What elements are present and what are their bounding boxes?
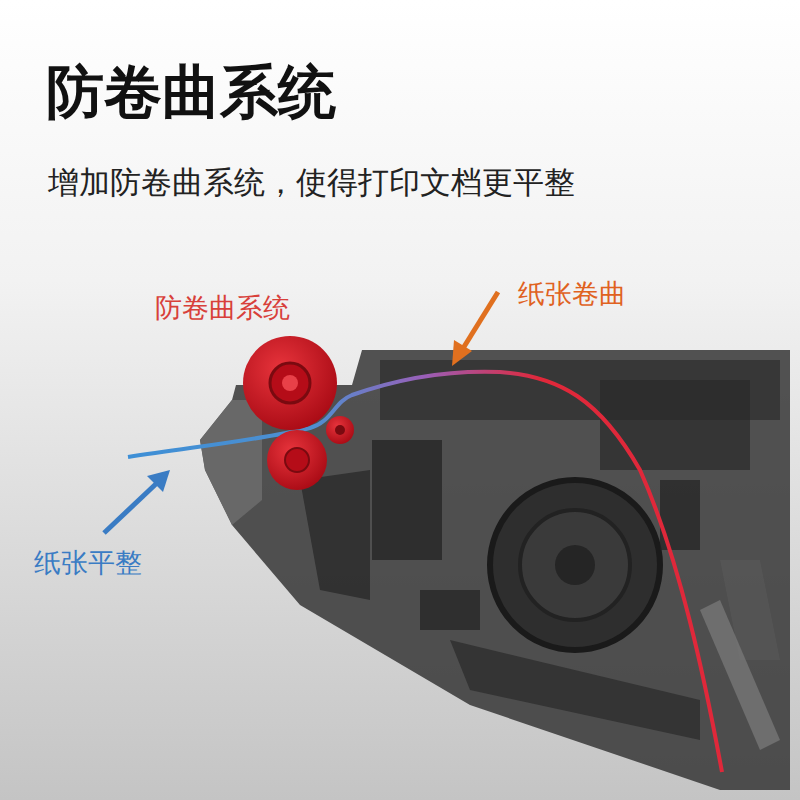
paper-path (128, 372, 722, 772)
anti-curl-rollers (243, 336, 354, 490)
leader-arrow (104, 470, 170, 533)
callout-label: 纸张平整 (34, 547, 142, 579)
callout-label: 防卷曲系统 (155, 292, 290, 324)
title: 防卷曲系统 (46, 58, 336, 128)
leader-arrow (452, 292, 498, 366)
callout-label: 纸张卷曲 (518, 278, 626, 310)
subtitle: 增加防卷曲系统，使得打印文档更平整 (48, 164, 575, 201)
